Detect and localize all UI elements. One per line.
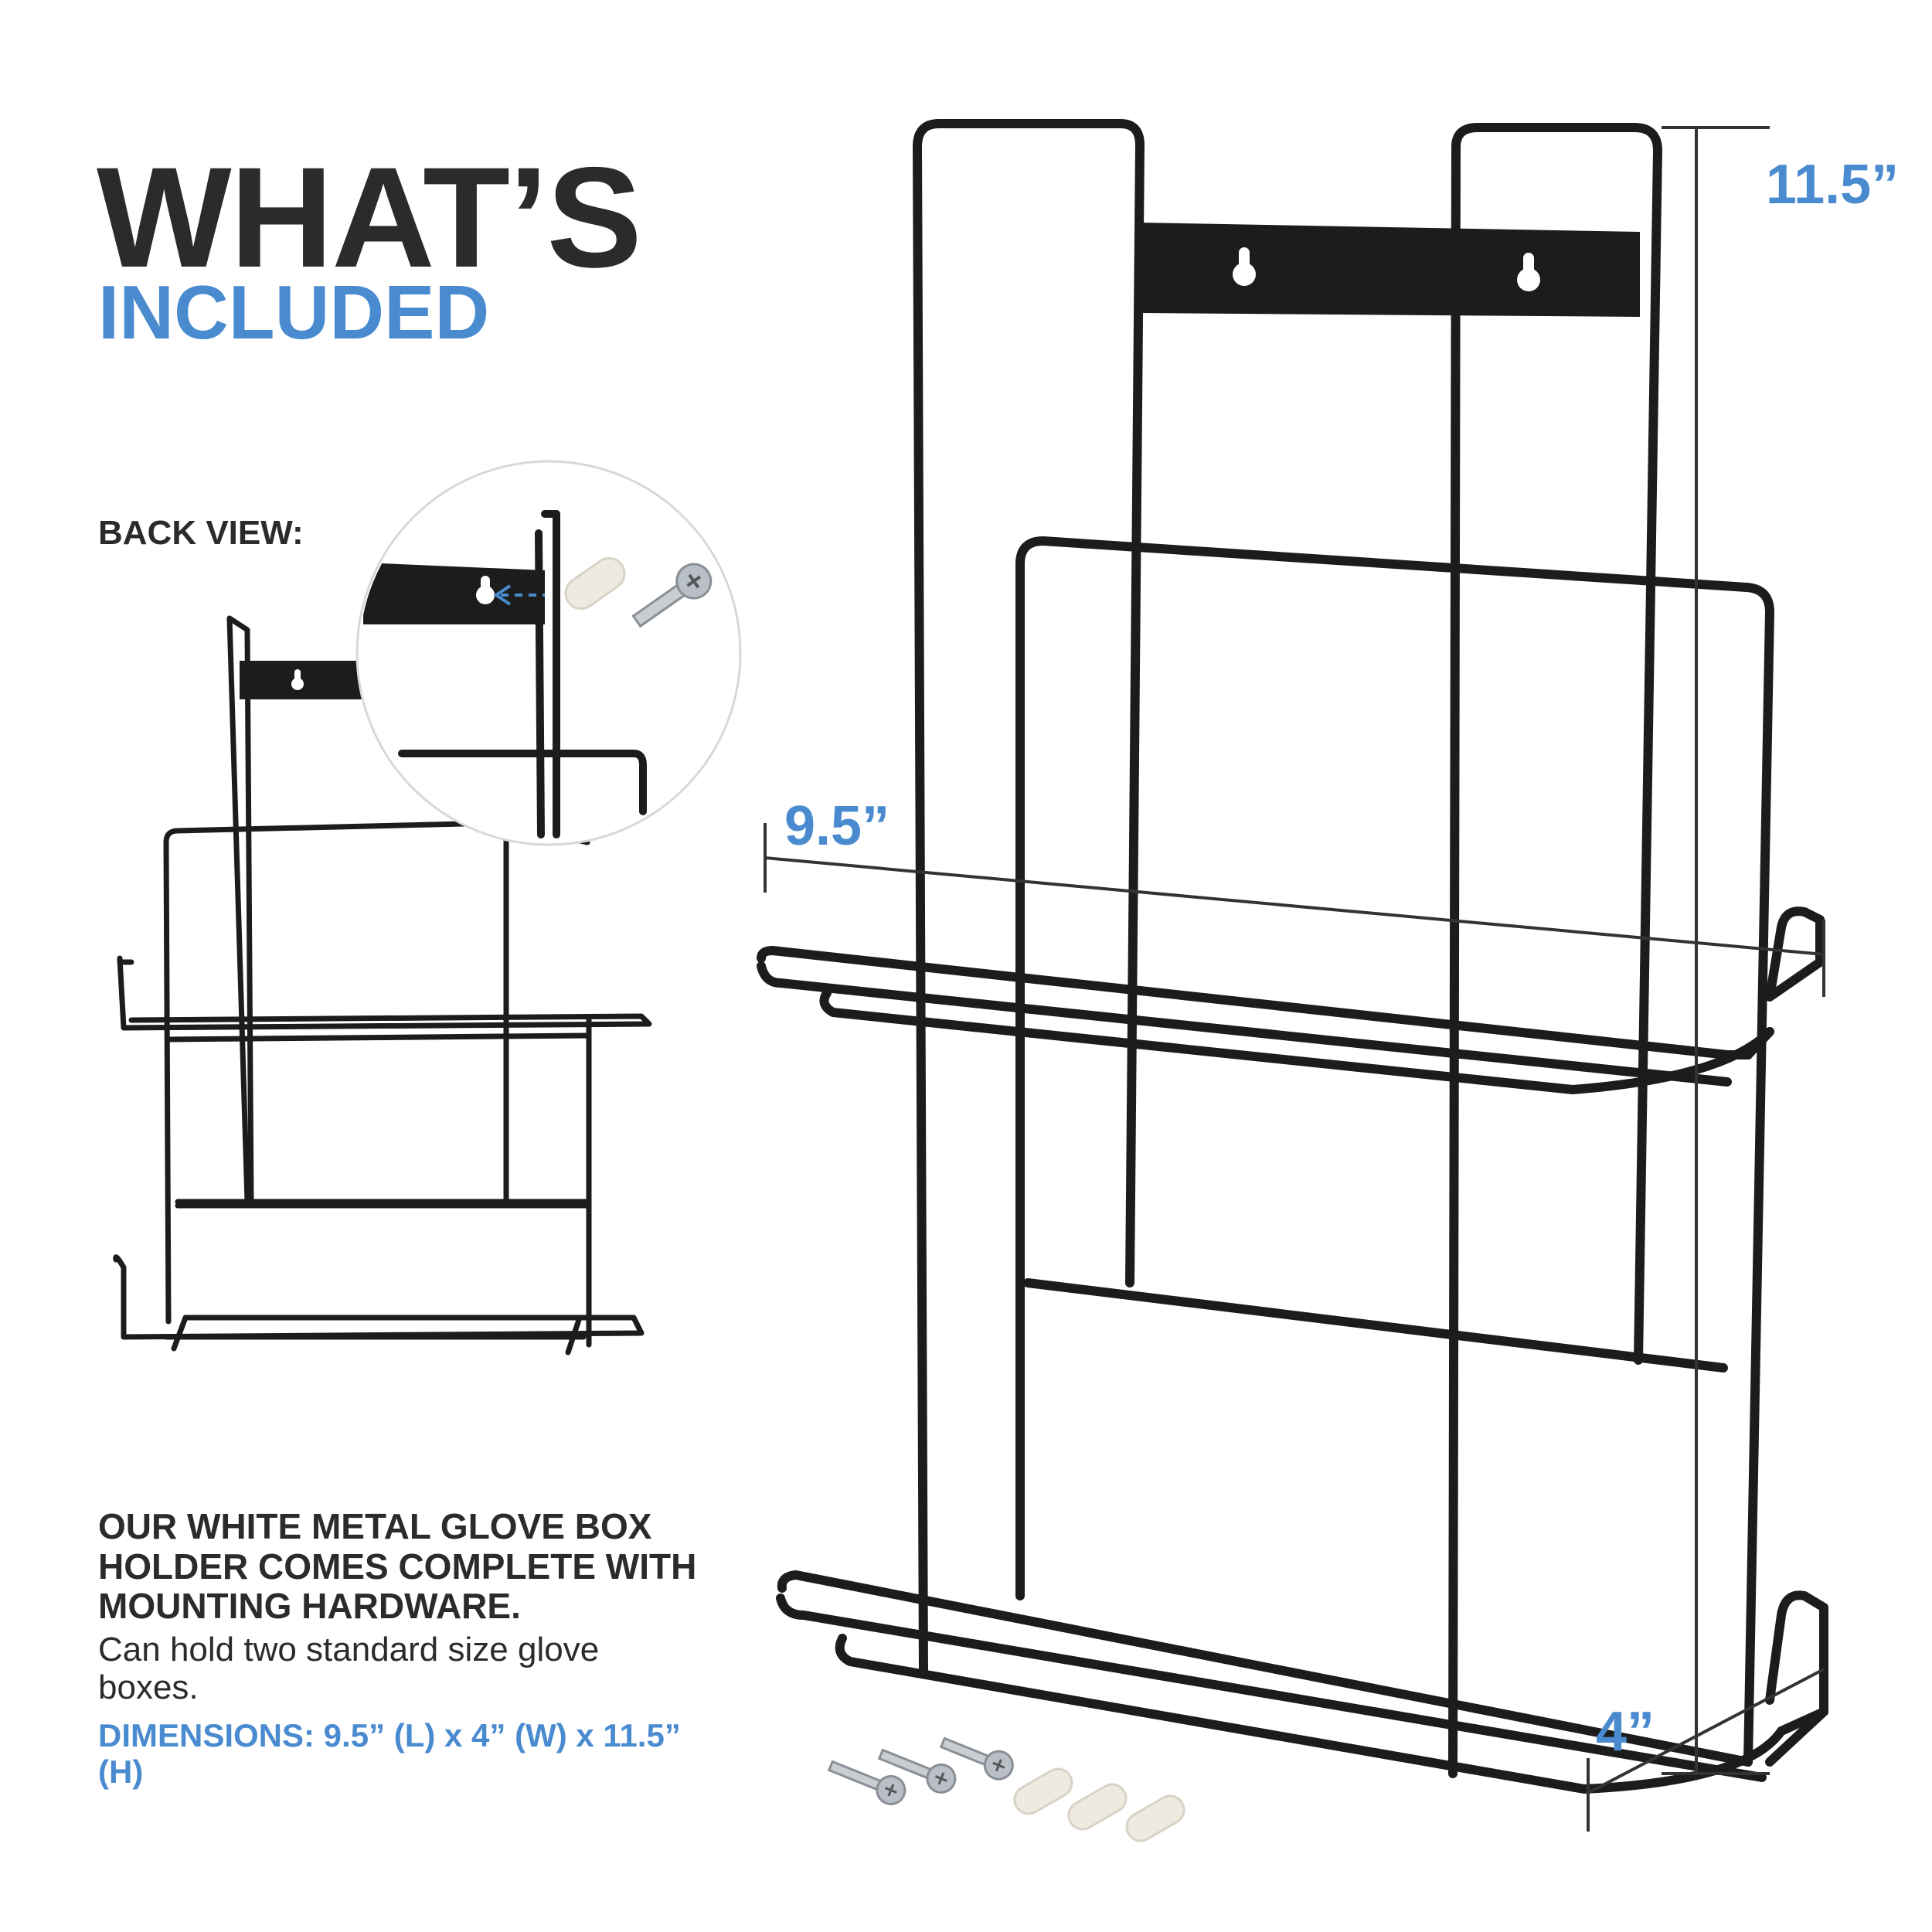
heading-line1: WHAT’S bbox=[97, 138, 642, 298]
length-dimension-line bbox=[764, 823, 1825, 997]
mounting-plate bbox=[1140, 223, 1640, 317]
height-dimension-line bbox=[1662, 126, 1770, 1775]
keyhole-slot-right bbox=[1517, 268, 1540, 291]
heading-line2: INCLUDED bbox=[98, 270, 490, 355]
length-dimension-label: 9.5” bbox=[784, 795, 890, 857]
width-dimension-line bbox=[1587, 1668, 1825, 1832]
description-normal: Can hold two standard size glove boxes. bbox=[98, 1631, 600, 1707]
keyhole-slot-left bbox=[1233, 263, 1256, 286]
back-view-mounting-plate bbox=[240, 661, 363, 699]
wall-anchor-icon bbox=[564, 556, 626, 611]
arrow-left-icon bbox=[493, 584, 512, 606]
wall-anchors-icon bbox=[1013, 1767, 1185, 1842]
back-view-holder bbox=[113, 615, 652, 1355]
description-bold: OUR WHITE METAL GLOVE BOX HOLDER COMES C… bbox=[98, 1506, 697, 1627]
screw-icon bbox=[631, 563, 713, 628]
main-holder-front-view bbox=[757, 119, 1828, 1794]
screws-icon bbox=[827, 1736, 1014, 1805]
height-dimension-label: 11.5” bbox=[1766, 154, 1900, 216]
back-view-label: BACK VIEW: bbox=[98, 514, 304, 552]
description-dimensions: DIMENSIONS: 9.5” (L) x 4” (W) x 11.5” (H… bbox=[98, 1717, 681, 1791]
zoom-detail-circle bbox=[355, 460, 742, 846]
width-dimension-label: 4” bbox=[1596, 1701, 1655, 1763]
